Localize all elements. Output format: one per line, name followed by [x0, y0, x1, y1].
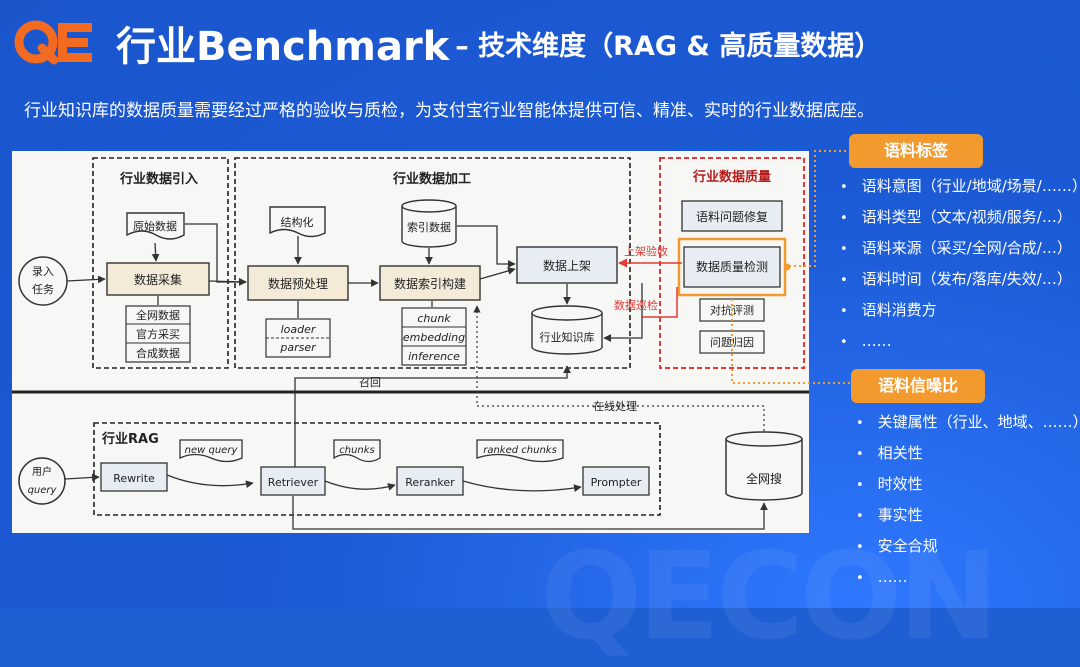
- source-item: 全网数据: [136, 308, 180, 322]
- group-ingest: [92, 157, 229, 369]
- collect-label: 数据采集: [134, 272, 182, 287]
- input-task-label-1: 录入: [32, 265, 54, 278]
- page-subtitle: 行业知识库的数据质量需要经过严格的验收与质检，为支付宝行业智能体提供可信、精准、…: [24, 101, 874, 121]
- preprocess-label: 数据预处理: [268, 276, 328, 291]
- architecture-diagram: 行业数据引入 行业数据加工 行业数据质量 行业RAG 录入 任务 原始数据 数据…: [12, 151, 809, 533]
- edge-inspection: 数据巡检: [614, 298, 658, 312]
- list-item: 安全合规: [856, 531, 1080, 562]
- reranker-node: [396, 466, 464, 496]
- list-item: 语料意图（行业/地域/场景/……）: [840, 171, 1080, 202]
- sources-box: [125, 305, 191, 363]
- user-query-label-1: 用户: [32, 465, 52, 478]
- chunks-node: [333, 439, 381, 463]
- source-item: 官方采买: [136, 327, 180, 341]
- retriever-label: Retriever: [268, 476, 319, 489]
- index-item: inference: [408, 350, 460, 363]
- new-query-label: new query: [185, 445, 239, 456]
- snr-panel-title: 语料信噪比: [851, 369, 985, 403]
- page-title: 行业Benchmark– 技术维度（RAG & 高质量数据）: [116, 14, 881, 72]
- ranked-chunks-label: ranked chunks: [483, 445, 557, 456]
- loader-label: loader: [281, 323, 317, 336]
- web-search-label: 全网搜: [746, 471, 782, 486]
- parser-label: parser: [279, 341, 317, 354]
- group-quality-title: 行业数据质量: [692, 169, 771, 185]
- title-main: 行业Benchmark: [116, 24, 450, 70]
- retriever-node: [260, 466, 326, 496]
- list-item: 关键属性（行业、地域、……）: [856, 407, 1080, 438]
- edge-online: 在线处理: [593, 399, 637, 413]
- list-item: 事实性: [856, 500, 1080, 531]
- qc-connector-dot: [783, 263, 791, 271]
- group-process-title: 行业数据加工: [392, 171, 471, 187]
- rewrite-label: Rewrite: [113, 472, 155, 485]
- group-rag: [93, 422, 661, 516]
- edge-publish-check: 上架验收: [624, 244, 668, 258]
- input-task-label-2: 任务: [32, 283, 54, 296]
- diagram-canvas: 行业数据引入 行业数据加工 行业数据质量 行业RAG 录入 任务 原始数据 数据…: [12, 157, 809, 530]
- structured-node: [269, 206, 326, 238]
- repair-label: 语料问题修复: [696, 209, 768, 224]
- group-rag-title: 行业RAG: [101, 431, 159, 447]
- qc-node: [683, 246, 781, 288]
- user-query-node: [18, 457, 66, 505]
- tags-panel-title: 语料标签: [849, 134, 983, 168]
- qc-label: 数据质量检测: [696, 259, 768, 274]
- tags-list: 语料意图（行业/地域/场景/……） 语料类型（文本/视频/服务/…） 语料来源（…: [840, 171, 1080, 357]
- index-build-node: [379, 265, 481, 301]
- new-query-node: [179, 439, 243, 463]
- kb-label: 行业知识库: [540, 330, 595, 344]
- kb-node: [531, 313, 603, 355]
- qe-logo: [14, 20, 92, 65]
- prompter-label: Prompter: [591, 476, 642, 489]
- list-item: 时效性: [856, 469, 1080, 500]
- repair-node: [681, 200, 783, 232]
- index-data-label: 索引数据: [407, 220, 451, 234]
- raw-data-label: 原始数据: [133, 219, 177, 233]
- chunks-label: chunks: [339, 445, 375, 456]
- source-item: 合成数据: [136, 346, 180, 360]
- structured-label: 结构化: [281, 215, 314, 229]
- list-item: 语料消费方: [840, 295, 1080, 326]
- index-item: chunk: [417, 312, 451, 325]
- group-ingest-title: 行业数据引入: [119, 171, 198, 187]
- reranker-label: Reranker: [405, 476, 455, 489]
- preprocess-node: [247, 265, 349, 301]
- list-item: ……: [840, 326, 1080, 357]
- ranked-chunks-node: [476, 439, 564, 463]
- publish-label: 数据上架: [543, 258, 591, 273]
- user-query-label-2: query: [28, 485, 58, 496]
- list-item: 语料类型（文本/视频/服务/…）: [840, 202, 1080, 233]
- index-data-node: [401, 206, 457, 248]
- publish-node: [516, 246, 618, 284]
- list-item: 语料来源（采买/全网/合成/…）: [840, 233, 1080, 264]
- list-item: ……: [856, 562, 1080, 593]
- list-item: 语料时间（发布/落库/失效/…）: [840, 264, 1080, 295]
- attribution-label: 问题归因: [710, 335, 754, 349]
- edge-recall: 召回: [359, 376, 381, 389]
- rewrite-node: [100, 462, 168, 492]
- title-sub: – 技术维度（RAG & 高质量数据）: [455, 30, 882, 62]
- index-build-label: 数据索引构建: [394, 276, 466, 291]
- web-search-node: [725, 439, 803, 501]
- snr-list: 关键属性（行业、地域、……） 相关性 时效性 事实性 安全合规 ……: [856, 407, 1080, 593]
- collect-node: [106, 262, 210, 296]
- slide: 行业Benchmark– 技术维度（RAG & 高质量数据） 行业知识库的数据质…: [0, 0, 1080, 608]
- index-item: embedding: [403, 331, 465, 344]
- raw-data-node: [126, 212, 185, 240]
- list-item: 相关性: [856, 438, 1080, 469]
- index-items-box: [401, 307, 467, 366]
- prompter-node: [582, 466, 650, 496]
